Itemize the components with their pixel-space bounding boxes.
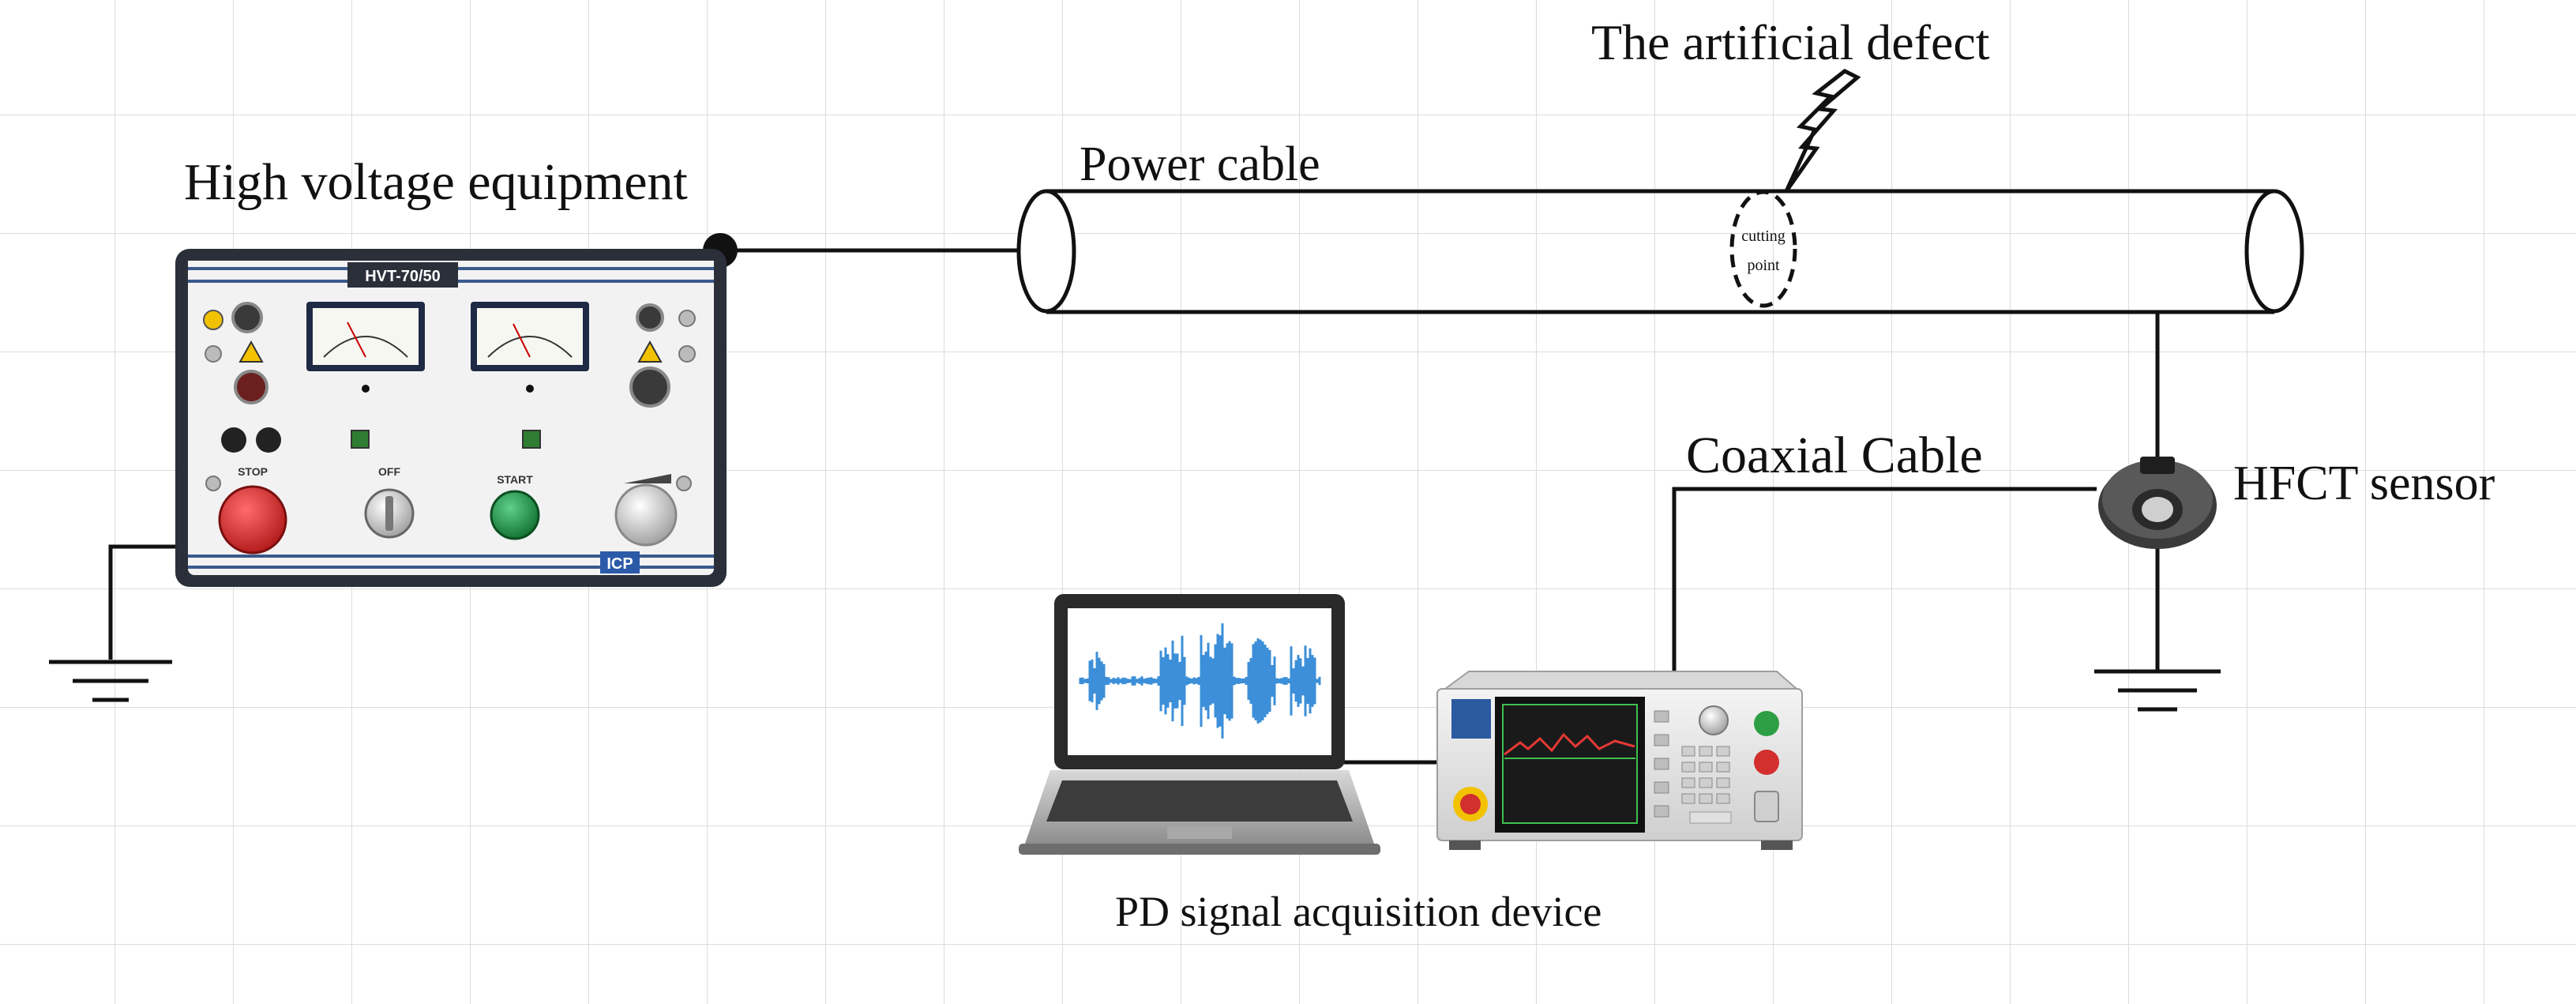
wiring — [108, 248, 2160, 765]
stop-label: STOP — [238, 465, 268, 478]
device-softkeys — [1654, 710, 1669, 818]
device-rotary-knob[interactable] — [1699, 705, 1729, 735]
voltage-control-knob[interactable] — [614, 483, 678, 547]
power-cable-label: Power cable — [1080, 137, 1320, 191]
hv-model-label: HVT-70/50 — [365, 268, 441, 285]
hv-connector-top-right — [636, 303, 664, 332]
warning-triangle-icon — [238, 340, 264, 363]
hv-connector-e2 — [629, 367, 670, 408]
hv-ground-wire — [108, 544, 175, 660]
hv-equipment-label: High voltage equipment — [184, 153, 688, 211]
hv-equipment-panel: HVT-70/50 ICP — [175, 249, 727, 587]
hfct-sensor — [2098, 457, 2217, 549]
defect-lightning-icon — [1784, 69, 1861, 193]
device-start-button[interactable] — [1754, 711, 1779, 736]
hv-connector-top-left — [231, 302, 263, 333]
ground-symbol-right — [2094, 669, 2221, 712]
hfct-sensor-label: HFCT sensor — [2233, 457, 2495, 510]
ground-symbol-left — [49, 660, 172, 702]
pd-waveform — [1079, 623, 1321, 739]
hv-connector-e1 — [234, 370, 268, 404]
laptop-keyboard — [1046, 780, 1353, 822]
cutting-point-label-2: point — [1747, 257, 1780, 274]
warning-lamp-icon — [203, 310, 223, 330]
start-button[interactable] — [490, 490, 540, 540]
pd-device-label: PD signal acquisition device — [1115, 888, 1602, 935]
device-stop-button[interactable] — [1754, 750, 1779, 775]
artificial-defect-label: The artificial defect — [1591, 14, 1990, 70]
hv-brand-label: ICP — [606, 555, 633, 573]
power-cable — [1016, 189, 2304, 314]
device-keypad — [1681, 746, 1730, 804]
cable-left-end — [1016, 189, 1076, 314]
cutting-point-marker — [1729, 190, 1797, 308]
off-label: OFF — [378, 465, 400, 478]
ammeter-gauge — [471, 302, 589, 371]
voltmeter-gauge — [306, 302, 425, 371]
cable-right-end — [2244, 189, 2304, 314]
warning-triangle-icon-right — [637, 340, 663, 363]
start-label: START — [497, 473, 533, 486]
cutting-point-label-1: cutting — [1741, 227, 1786, 245]
coaxial-cable-label: Coaxial Cable — [1686, 427, 1983, 484]
laptop-touchpad — [1167, 826, 1232, 839]
pd-acquisition-device — [1436, 671, 1803, 850]
laptop — [1019, 594, 1380, 855]
stop-button[interactable] — [218, 485, 287, 555]
coaxial-cable-line — [1672, 487, 2097, 671]
